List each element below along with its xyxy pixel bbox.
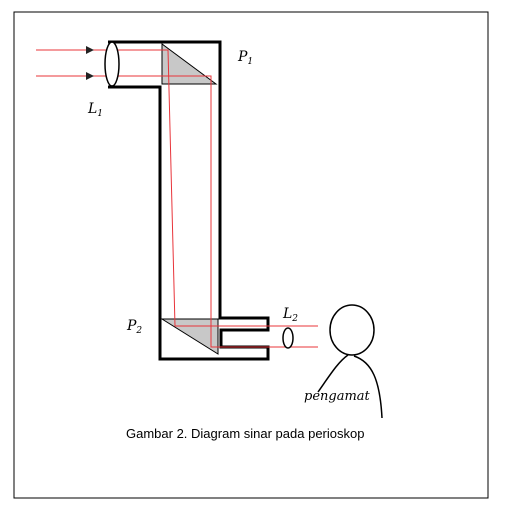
prism-p1 (161, 43, 218, 85)
label-p1: P1 (237, 49, 253, 67)
prism-p2 (160, 318, 219, 355)
label-l2: L2 (282, 306, 298, 324)
lens-l2 (282, 327, 294, 349)
figure-frame (13, 11, 489, 499)
periscope-tube (108, 40, 270, 361)
label-p2: P2 (126, 318, 142, 336)
light-rays (36, 49, 318, 348)
ray-arrow-lower (86, 72, 94, 80)
observer-label: pengamat (304, 389, 371, 404)
ray-arrow-upper (86, 46, 94, 54)
observer-body-left (317, 354, 349, 393)
figure-caption: Gambar 2. Diagram sinar pada perioskop (126, 426, 364, 441)
ray-lower (36, 75, 318, 348)
lens-l1 (104, 41, 120, 87)
observer-body-right (353, 355, 383, 419)
observer (317, 304, 383, 419)
observer-head (329, 304, 375, 356)
label-l1: L1 (87, 101, 103, 119)
ray-upper (36, 49, 318, 327)
